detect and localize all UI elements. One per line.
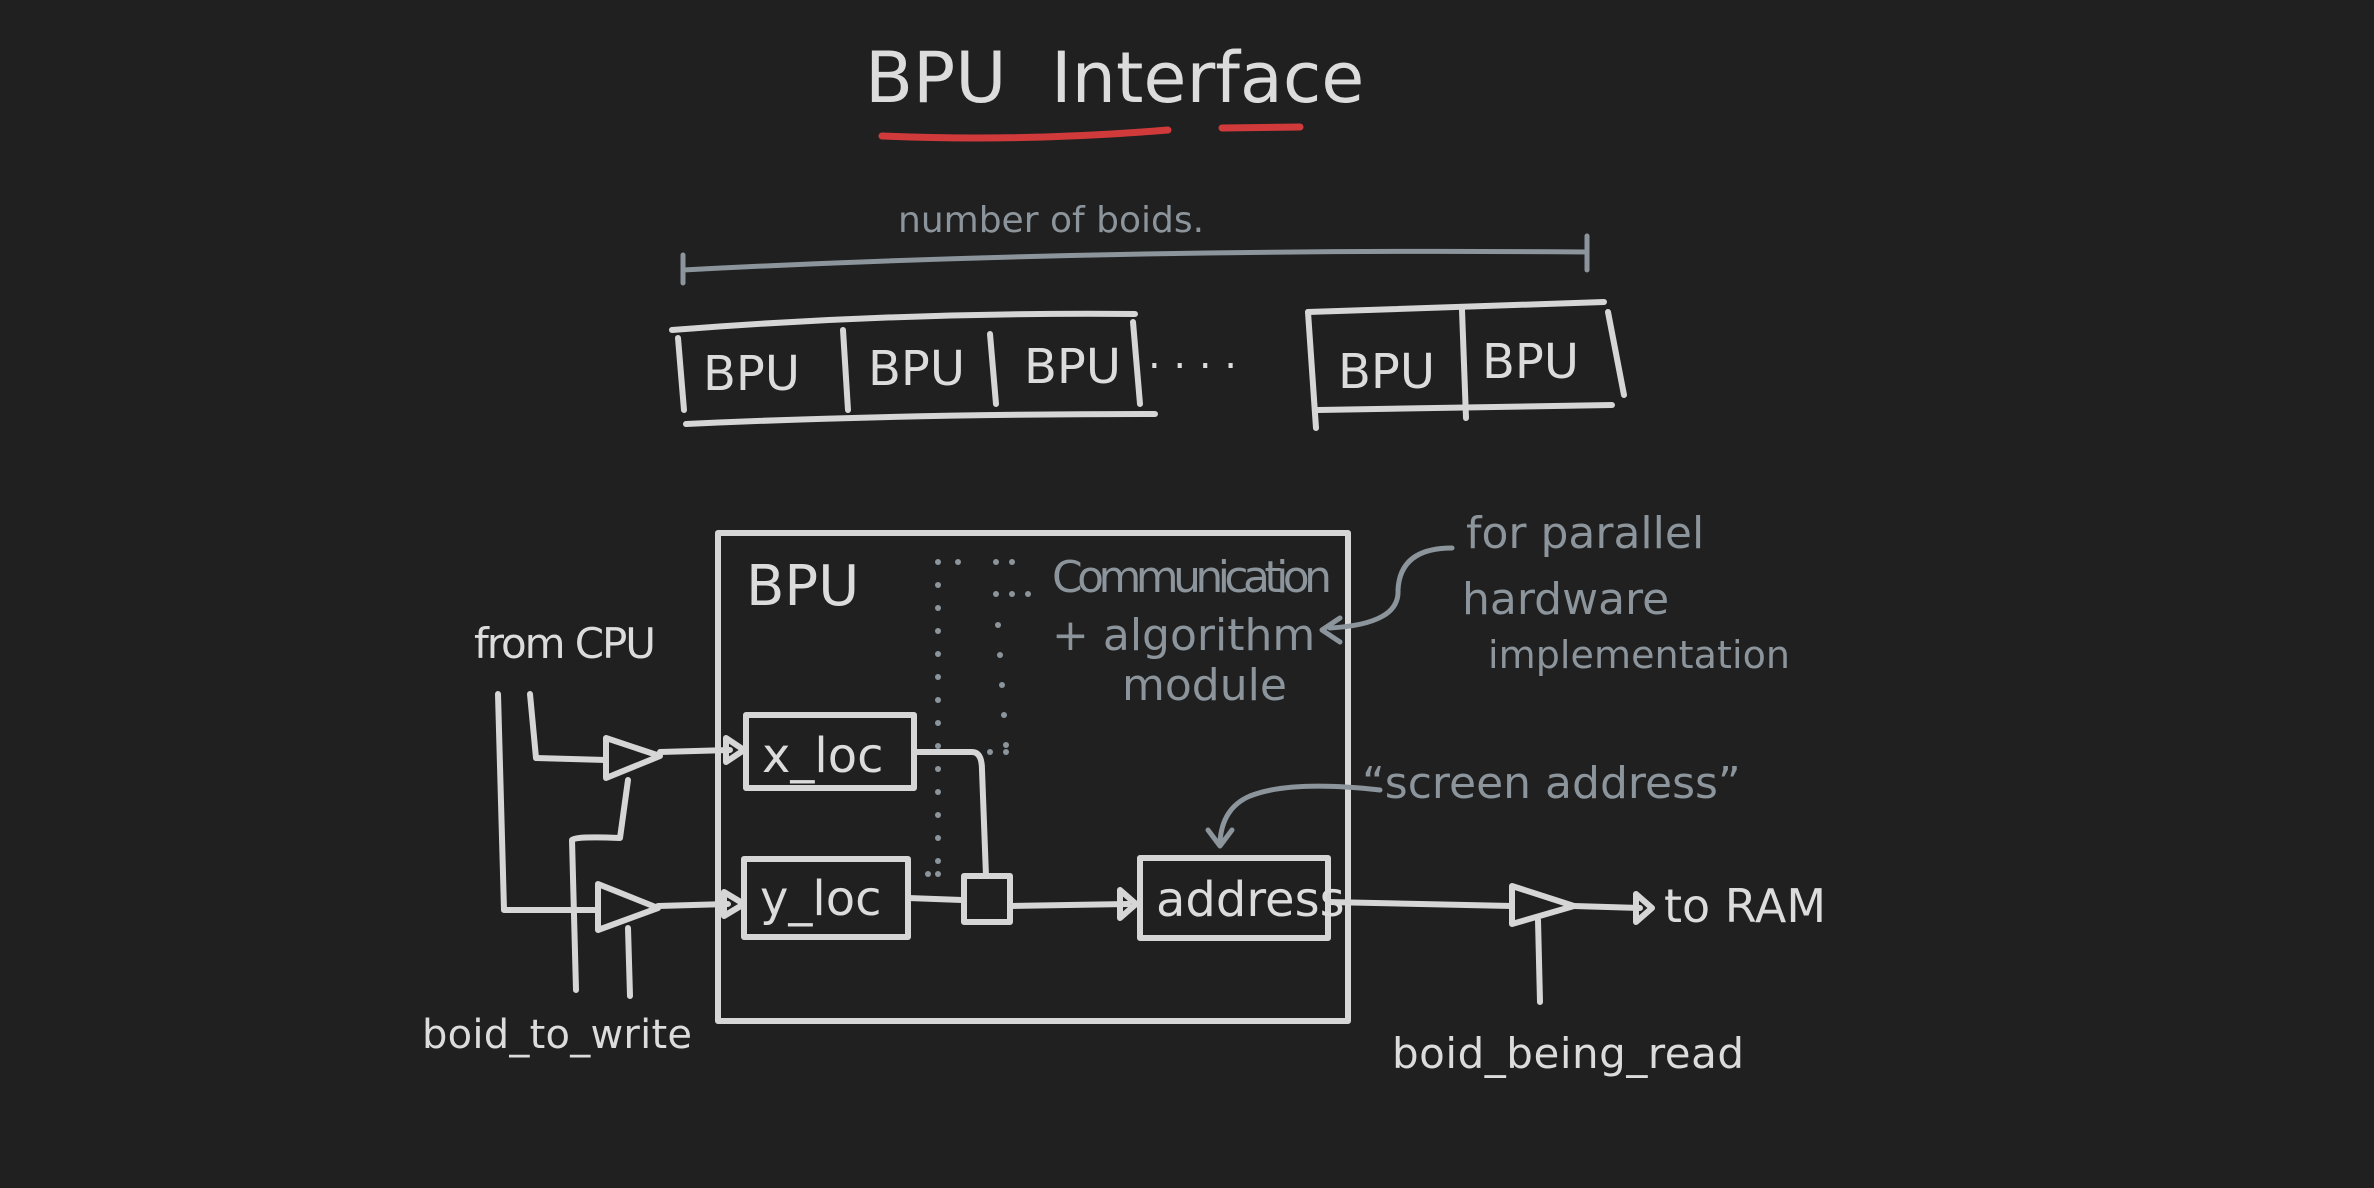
title-underline-2 — [1218, 123, 1304, 132]
bpu-array-group-left — [669, 310, 1158, 427]
comm-module-dotted-border — [925, 559, 1031, 877]
screen-address-note: “screen address” — [1362, 758, 1741, 809]
bpu-cell-4: BPU — [1338, 344, 1435, 400]
span-bracket — [680, 233, 1590, 286]
address-register — [1137, 855, 1331, 941]
parallel-note-arrowhead — [1319, 615, 1343, 645]
screen-address-arrow — [1217, 783, 1383, 845]
input-buffer-x — [603, 735, 747, 781]
comm-label-line3: module — [1122, 660, 1287, 711]
bpu-cell-2: BPU — [868, 341, 965, 397]
boid-to-write-label: boid_to_write — [422, 1012, 692, 1058]
bpu-array-group-right — [1305, 299, 1627, 431]
bpu-cell-5: BPU — [1482, 334, 1579, 390]
parallel-note-line1: for parallel — [1466, 508, 1704, 559]
span-label: number of boids. — [898, 200, 1204, 241]
bpu-cell-1: BPU — [703, 346, 800, 402]
x-loc-label: x_loc — [762, 728, 884, 784]
diagram-title: BPU Interface — [865, 37, 1364, 119]
parallel-note-arrow — [1327, 545, 1455, 631]
input-buffer-y — [595, 881, 747, 933]
y-loc-label: y_loc — [760, 871, 882, 927]
array-ellipsis: . . . . — [1148, 332, 1237, 378]
boid-being-read-label: boid_being_read — [1392, 1029, 1744, 1078]
parallel-note-line3: implementation — [1488, 633, 1790, 677]
parallel-note-line2: hardware — [1462, 574, 1669, 625]
title-underline-1 — [878, 126, 1172, 142]
bpu-cell-3: BPU — [1024, 339, 1121, 395]
comm-label-line1: Communication — [1052, 552, 1332, 603]
output-buffer — [1325, 883, 1655, 1005]
combiner-block — [961, 873, 1013, 925]
from-cpu-wires — [495, 691, 633, 999]
from-cpu-label: from CPU — [474, 619, 656, 668]
bpu-module-box — [715, 530, 1351, 1024]
bpu-module-label: BPU — [746, 554, 859, 619]
to-ram-label: to RAM — [1664, 879, 1826, 933]
comm-label-line2: + algorithm — [1052, 610, 1315, 661]
internal-wiring — [905, 749, 1139, 921]
screen-address-arrowhead — [1205, 827, 1235, 849]
address-label: address — [1156, 872, 1345, 928]
